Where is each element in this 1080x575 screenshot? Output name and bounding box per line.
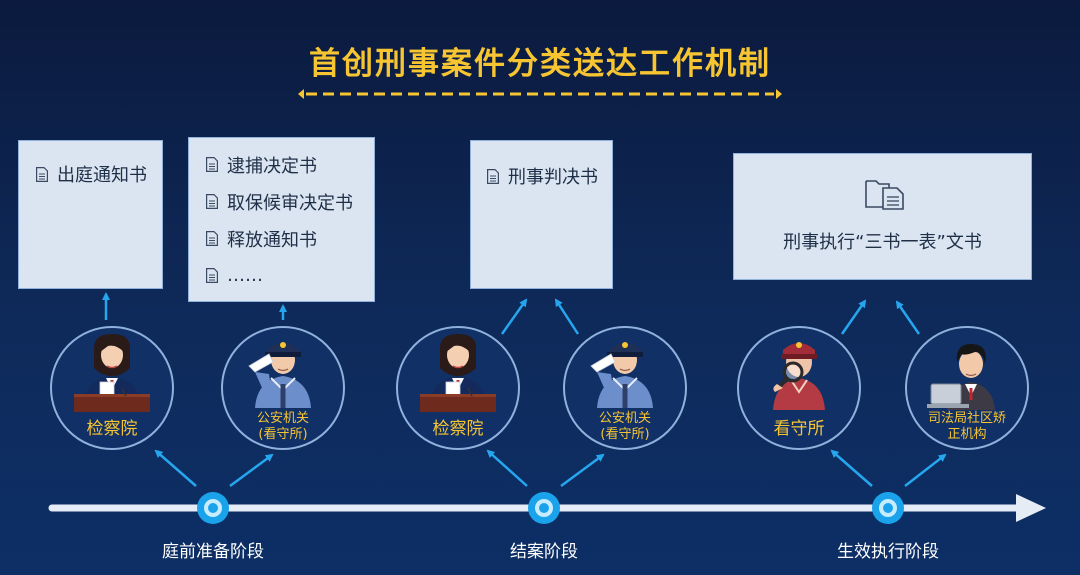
arrow-diag [229,453,274,488]
doc-name: 出庭通知书 [57,165,147,186]
actor-label-line: (看守所) [600,427,650,442]
document-icon [487,168,499,184]
police-officer-avatar [590,342,653,408]
title-divider [298,89,782,99]
actor-label: 检察院 [432,419,484,439]
actor-police-closing: 公安机关 (看守所) [563,326,687,450]
doc-name: 逮捕决定书 [227,155,317,177]
actor-label: 司法局社区矫 正机构 [907,411,1027,443]
actor-label: 公安机关 (看守所) [565,411,685,443]
doc-box-execution-documents: 刑事执行“三书一表”文书 [733,153,1032,280]
timeline-node [197,492,229,524]
timeline-node [872,492,904,524]
actor-label-line: 正机构 [947,427,987,442]
arrow-up [895,300,921,335]
doc-name: …… [227,265,263,286]
doc-name: 刑事执行“三书一表”文书 [783,232,982,253]
doc-name: 释放通知书 [227,229,317,251]
police-officer-avatar [248,342,311,408]
actor-label: 公安机关 (看守所) [223,411,343,443]
list-item: 出庭通知书 [36,159,162,189]
arrow-up [840,299,867,335]
list-item: 逮捕决定书 [206,146,374,183]
stage-label-execution: 生效执行阶段 [837,542,939,562]
doc-name: 取保候审决定书 [227,192,353,214]
list-item: 刑事判决书 [487,161,612,191]
arrow-diag [486,449,528,487]
actor-procuratorate-pretrial: 检察院 [50,326,174,450]
document-icon [206,194,218,209]
arrow-diag [154,449,197,487]
document-icon [206,268,218,283]
actor-label-line: (看守所) [258,427,308,442]
actor-label-line: 公安机关 [256,411,309,426]
prosecutor-avatar [420,334,496,412]
stage-label-closing: 结案阶段 [510,542,578,562]
arrow-diag [904,453,947,487]
list-item: …… [206,257,374,294]
actor-detention-center: 看守所 [737,326,861,450]
prosecutor-avatar [74,334,150,412]
folder-document-icon [865,180,904,210]
stage-label-pretrial: 庭前准备阶段 [162,542,264,562]
doc-box-judgment: 刑事判决书 [470,140,613,289]
arrow-up [500,298,528,335]
justice-officer-avatar [927,344,995,410]
actor-label-line: 公安机关 [598,411,651,426]
list-item: 释放通知书 [206,220,374,257]
doc-box-police-documents: 逮捕决定书 取保候审决定书 释放通知书 …… [188,137,375,302]
actor-community-correction: 司法局社区矫 正机构 [905,326,1029,450]
arrow-up [554,298,580,335]
actor-label: 看守所 [773,419,825,439]
actor-police-pretrial: 公安机关 (看守所) [221,326,345,450]
doc-box-court-notice: 出庭通知书 [18,140,163,289]
document-icon [206,157,218,172]
doc-name: 刑事判决书 [508,167,598,188]
page-title: 首创刑事案件分类送达工作机制 [309,46,771,82]
arrow-diag [560,453,605,488]
document-icon [206,231,218,246]
actor-label-line: 司法局社区矫 [927,411,1006,426]
list-item: 取保候审决定书 [206,183,374,220]
timeline-node [528,492,560,524]
document-icon [36,166,48,182]
detention-officer-avatar [773,342,825,410]
actor-procuratorate-closing: 检察院 [396,326,520,450]
timeline-arrowhead [1016,494,1046,522]
arrow-diag [830,449,873,487]
actor-label: 检察院 [86,419,138,439]
